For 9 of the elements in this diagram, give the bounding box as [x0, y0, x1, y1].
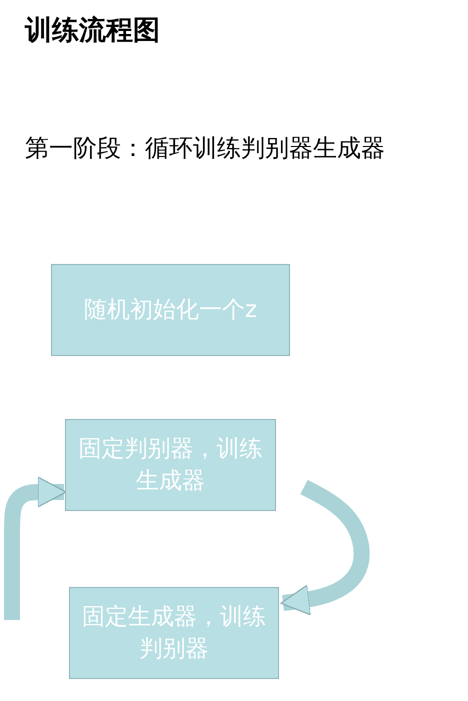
process-box: [65, 419, 276, 511]
block-arrow: [280, 480, 370, 616]
process-box: [51, 264, 290, 356]
title: 训练流程图: [25, 14, 160, 48]
subtitle: 第一阶段：循环训练判别器生成器: [25, 133, 385, 164]
process-box: [69, 587, 279, 679]
box-text: 固定生成器，训练判别器: [81, 602, 267, 664]
box-text: 随机初始化一个z: [84, 296, 258, 325]
box-text: 固定判别器，训练生成器: [78, 434, 264, 496]
